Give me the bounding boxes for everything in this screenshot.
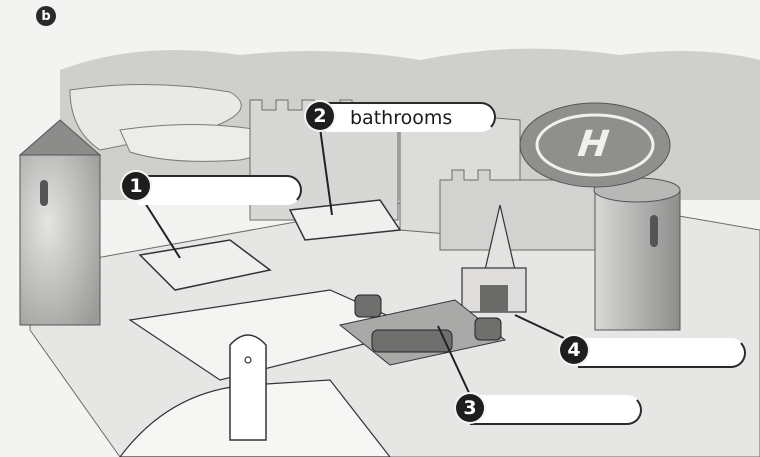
answer-box-1[interactable] <box>138 175 302 205</box>
right-tower-window <box>650 215 658 247</box>
door <box>230 335 266 440</box>
right-tower <box>595 190 680 330</box>
armchair-2 <box>475 318 501 340</box>
left-tower <box>20 155 100 325</box>
answer-box-4[interactable] <box>578 338 746 368</box>
sofa <box>372 330 452 352</box>
answer-box-2[interactable]: bathrooms <box>326 102 496 132</box>
callout-badge-3: 3 <box>456 394 484 422</box>
callout-badge-2: 2 <box>306 102 334 130</box>
answer-2-text: bathrooms <box>350 107 452 129</box>
callout-badge-4: 4 <box>560 336 588 364</box>
callout-badge-1: 1 <box>122 172 150 200</box>
left-tower-window <box>40 180 48 206</box>
armchair-1 <box>355 295 381 317</box>
answer-box-3[interactable] <box>470 395 642 425</box>
